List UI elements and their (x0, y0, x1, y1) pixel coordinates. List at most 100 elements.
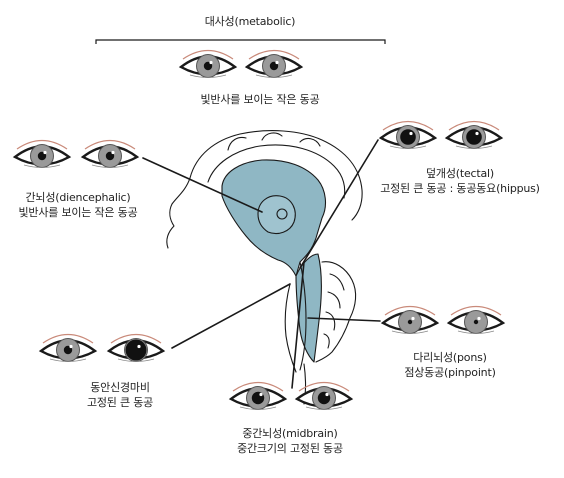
metabolic-caption: 빛반사를 보이는 작은 동공 (160, 92, 360, 107)
oculomotor-eye-right-icon (38, 333, 98, 362)
pointer-diencephalic (142, 157, 263, 213)
tectal-eye-pair (378, 120, 504, 149)
brain-outer-outline (189, 130, 363, 221)
face-profile-line (166, 177, 191, 249)
pupil-small (203, 61, 213, 71)
eyelid-crease (42, 333, 94, 344)
lower-lid-line (239, 406, 277, 410)
pupil-small (105, 151, 115, 161)
midbrain-eye-left-icon (294, 381, 354, 410)
oculomotor-caption-line-2: 고정된 큰 동공 (86, 396, 154, 409)
lower-lid-line (305, 406, 343, 410)
pupil-highlight (477, 316, 481, 321)
oculomotor-eye-pair (38, 333, 166, 362)
pupil-highlight (275, 60, 279, 65)
pupil-large (400, 129, 416, 145)
midbrain-caption-line-2: 중간크기의 고정된 동공 (237, 442, 343, 455)
cerebellum-folia (323, 273, 345, 349)
oculomotor-caption: 동안신경마비 고정된 큰 동공 (40, 380, 200, 410)
pointer-midbrain (291, 261, 305, 389)
lower-lid-line (455, 145, 493, 149)
eyelid-crease (384, 305, 436, 316)
eyelid-crease (448, 120, 500, 131)
diencephalic-eye-right-icon (12, 139, 72, 168)
eyes-layer (12, 49, 506, 410)
metabolic-eye-right-icon (178, 49, 238, 78)
diencephalic-eye-pair (12, 139, 140, 168)
pointer-tectal (299, 139, 379, 269)
lower-lid-line (457, 330, 495, 334)
brain-inner-arc (207, 144, 346, 199)
cerebellum-outline (315, 261, 357, 363)
tectal-caption: 덮개성(tectal) 고정된 큰 동공 : 동공동요(hippus) (360, 166, 560, 196)
metabolic-bracket (95, 39, 386, 44)
eyelid-crease (84, 139, 136, 150)
pons-eye-right-icon (380, 305, 440, 334)
metabolic-bracket-label: 대사성(metabolic) (190, 14, 310, 29)
tectal-caption-line-1: 덮개성(tectal) (426, 167, 494, 180)
lower-lid-line (389, 145, 427, 149)
tectal-eye-left-icon (444, 120, 504, 149)
midbrain-eye-right-icon (228, 381, 288, 410)
pupil-highlight (69, 344, 73, 349)
pons-eye-pair (380, 305, 506, 334)
pointer-pons (307, 317, 381, 322)
pupil-highlight (111, 150, 115, 155)
midbrain-eye-pair (228, 381, 354, 410)
pons-caption-line-1: 다리뇌성(pons) (413, 351, 487, 364)
pupil-dilated (125, 339, 147, 361)
pupil-pinpoint (407, 319, 413, 325)
oculomotor-eye-left-icon (106, 333, 166, 362)
lower-lid-line (117, 358, 155, 362)
pupil-small (269, 61, 279, 71)
brain-illustration (166, 130, 363, 405)
pupil-highlight (259, 392, 263, 397)
lower-lid-line (49, 358, 87, 362)
pons-caption: 다리뇌성(pons) 점상동공(pinpoint) (380, 350, 520, 380)
midbrain-caption-line-1: 중간뇌성(midbrain) (242, 427, 338, 440)
pointer-lines (142, 139, 381, 389)
pupil-highlight (209, 60, 213, 65)
eyelid-crease (182, 49, 234, 60)
pupil-pinpoint (473, 319, 479, 325)
lower-lid-line (391, 330, 429, 334)
pupil-large (466, 129, 482, 145)
pons-caption-line-2: 점상동공(pinpoint) (404, 366, 496, 379)
eyelid-crease (16, 139, 68, 150)
eyelid-crease (232, 381, 284, 392)
lower-lid-line (255, 74, 293, 78)
pupil-small (63, 345, 73, 355)
brain-gyri-line (227, 132, 321, 151)
tectal-eye-right-icon (378, 120, 438, 149)
pupil-highlight (475, 131, 479, 136)
eyelid-crease (298, 381, 350, 392)
metabolic-eye-pair (178, 49, 304, 78)
midbrain-caption: 중간뇌성(midbrain) 중간크기의 고정된 동공 (210, 426, 370, 456)
diencephalic-caption: 간뇌성(diencephalic) 빛반사를 보이는 작은 동공 (0, 190, 156, 220)
eyelid-crease (248, 49, 300, 60)
oculomotor-caption-line-1: 동안신경마비 (90, 381, 150, 394)
pons-eye-left-icon (446, 305, 506, 334)
pupil-highlight (325, 392, 329, 397)
lower-lid-line (91, 164, 129, 168)
pupil-highlight (411, 316, 415, 321)
diencephalic-caption-line-2: 빛반사를 보이는 작은 동공 (18, 206, 138, 219)
pointer-oculomotor (171, 283, 291, 349)
diencephalic-caption-line-1: 간뇌성(diencephalic) (25, 191, 131, 204)
metabolic-bracket-text: 대사성(metabolic) (204, 15, 296, 28)
eyelid-crease (450, 305, 502, 316)
eyelid-crease (110, 333, 162, 344)
metabolic-eye-left-icon (244, 49, 304, 78)
lower-lid-line (189, 74, 227, 78)
tectal-caption-line-2: 고정된 큰 동공 : 동공동요(hippus) (380, 182, 540, 195)
pupil-highlight (409, 131, 413, 136)
third-ventricle-mark (276, 208, 288, 220)
lower-lid-line (23, 164, 61, 168)
pupil-small (37, 151, 47, 161)
metabolic-caption-line-1: 빛반사를 보이는 작은 동공 (200, 93, 320, 106)
pupil-highlight (137, 344, 141, 349)
pupil-highlight (43, 150, 47, 155)
diencephalic-eye-left-icon (80, 139, 140, 168)
